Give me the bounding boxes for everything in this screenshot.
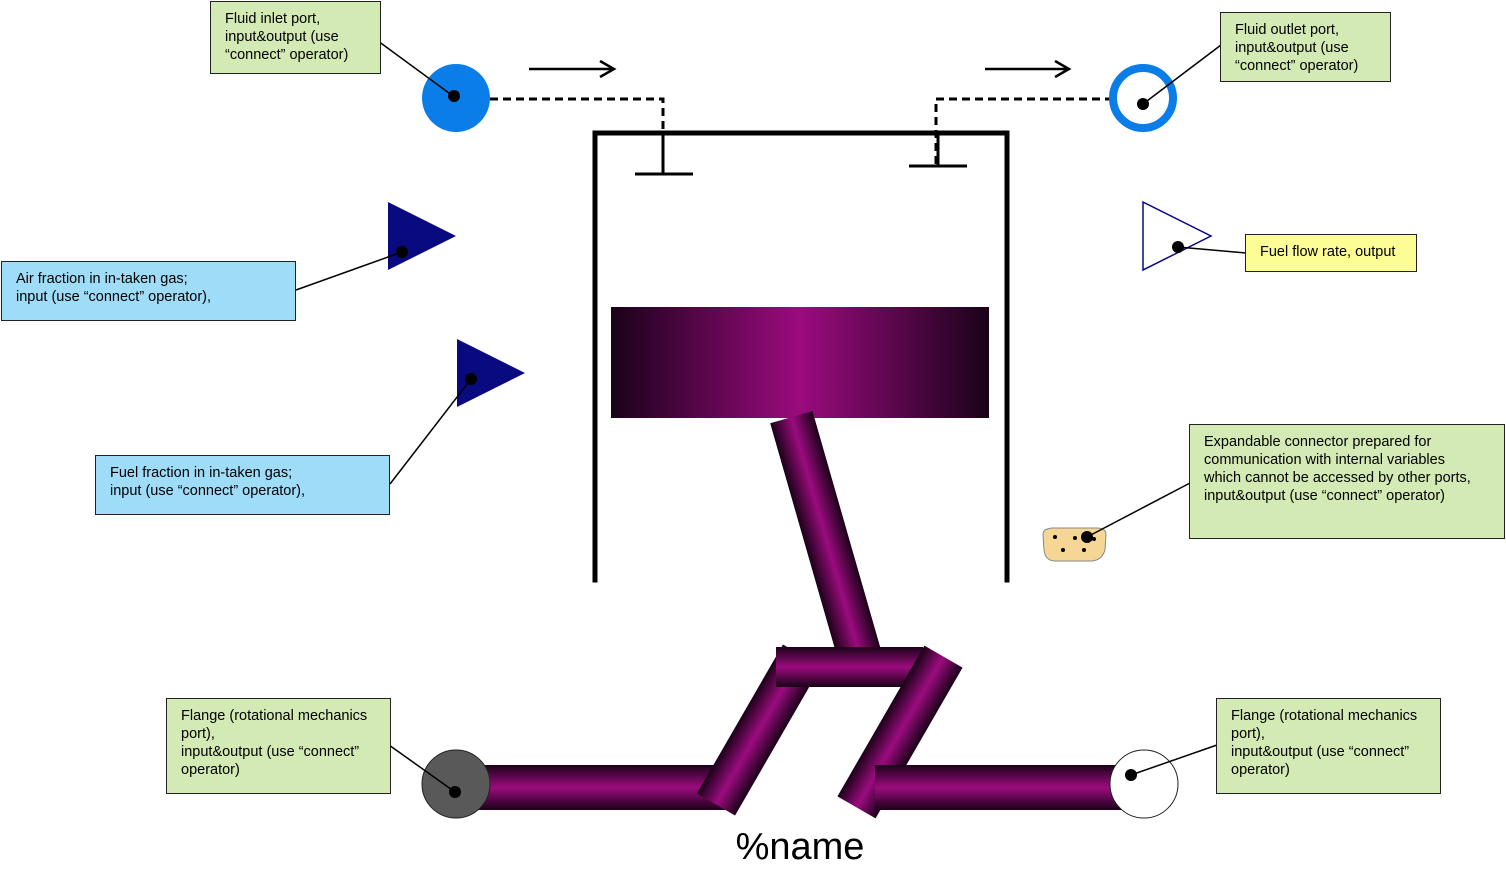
callout-flange-right: Flange (rotational mechanics port), inpu… [1216, 698, 1441, 794]
piston [611, 307, 989, 418]
fuel-flow-rate-output-port[interactable] [1142, 200, 1213, 272]
callout-flange-left: Flange (rotational mechanics port), inpu… [166, 698, 391, 794]
callout-fluid-inlet: Fluid inlet port, input&output (use “con… [210, 1, 381, 74]
connecting-rod [770, 411, 886, 679]
callout-air-fraction: Air fraction in in-taken gas; input (use… [1, 261, 296, 321]
flange-right-port[interactable] [1109, 749, 1179, 819]
leader-anchor-dots [396, 90, 1184, 798]
fuel-fraction-input-port[interactable] [457, 339, 525, 407]
crankshaft [458, 644, 1130, 819]
air-fraction-input-port[interactable] [388, 202, 456, 270]
inlet-dashed-connection [490, 97, 665, 166]
inlet-flow-arrow [529, 59, 617, 79]
callout-expandable-connector: Expandable connector prepared for commun… [1189, 424, 1505, 539]
outlet-valve [909, 133, 967, 168]
cylinder-walls [592, 130, 1010, 583]
flange-left-port[interactable] [421, 749, 491, 819]
outlet-flow-arrow [985, 59, 1072, 79]
callout-fuel-flow-rate: Fuel flow rate, output [1245, 234, 1417, 272]
leader-lines [295, 40, 1247, 793]
outlet-dashed-connection [934, 97, 1110, 164]
callout-fluid-outlet: Fluid outlet port, input&output (use “co… [1220, 12, 1391, 82]
expandable-connector-port[interactable] [1042, 527, 1107, 562]
callout-fuel-fraction: Fuel fraction in in-taken gas; input (us… [95, 455, 390, 515]
model-name-label: %name [735, 826, 865, 868]
